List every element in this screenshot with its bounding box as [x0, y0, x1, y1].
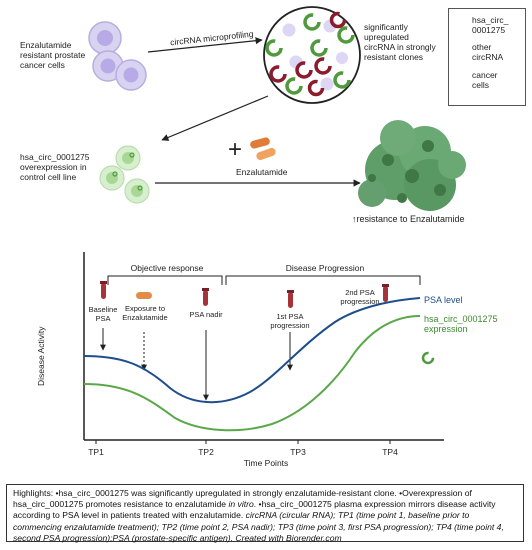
circrna-expression-icon	[421, 351, 435, 365]
legend-item-hsa-circ: hsa_circ_ 0001275	[472, 15, 509, 35]
x-axis-label: Time Points	[243, 458, 289, 468]
caption-box: Highlights: •hsa_circ_0001275 was signif…	[6, 484, 524, 543]
exposure-pill-icon	[136, 292, 152, 299]
plus-sign: +	[228, 136, 243, 163]
psa-nadir-label: PSA nadir	[189, 310, 223, 319]
overexpression-arrow	[161, 95, 269, 141]
circ-expression-legend: hsa_circ_0001275 expression	[424, 314, 498, 334]
first-progression-label: 1st PSA progression	[270, 312, 310, 330]
caption-mirrors: . •hsa_circ_0001275 plasma expression mi…	[13, 499, 496, 521]
y-axis-label: Disease Activity	[36, 326, 46, 386]
exposure-label: Exposure to Enzalutamide	[122, 304, 168, 322]
resistance-label: ↑resistance to Enzalutamide	[352, 214, 465, 224]
resistant-cancer-cells-icon	[88, 21, 147, 91]
enzalutamide-pills-icon	[250, 137, 276, 161]
disease-progression-bracket	[225, 275, 421, 285]
baseline-psa-label: Baseline PSA	[88, 305, 118, 323]
second-progression-label: 2nd PSA progression	[340, 288, 380, 306]
psa-level-legend: PSA level	[424, 295, 463, 305]
legend-item-other-circrna: other circRNA	[472, 42, 504, 62]
chart-frame	[83, 252, 444, 444]
legend-item-cancer-cells: cancer cells	[472, 70, 498, 90]
resistant-cells-label: Enzalutamide resistant prostate cancer c…	[20, 40, 86, 70]
caption-highlights: Highlights: •hsa_circ_0001275 was signif…	[13, 488, 472, 510]
tick-tp2: TP2	[198, 447, 214, 457]
caption-abbreviations: circRNA (circular RNA); TP1 (time point …	[13, 510, 504, 543]
objective-response-label: Objective response	[130, 263, 204, 273]
nadir-vial-icon	[202, 288, 209, 306]
disease-progression-label: Disease Progression	[285, 263, 365, 273]
tick-tp3: TP3	[290, 447, 306, 457]
second-progression-vial-icon	[382, 284, 389, 302]
overexpression-cells-icon	[99, 145, 150, 204]
baseline-vial-icon	[100, 281, 107, 299]
circ-expression-line	[83, 315, 421, 432]
legend	[448, 8, 526, 106]
resistant-tumor-icon	[358, 120, 466, 211]
microprofiling-arrow	[147, 37, 263, 53]
upregulated-label: significantly upregulated circRNA in str…	[364, 22, 436, 62]
overexpression-label: hsa_circ_0001275 overexpression in contr…	[20, 152, 90, 182]
drug-label: Enzalutamide	[236, 167, 288, 177]
objective-response-bracket	[107, 275, 223, 285]
psa-level-line	[83, 297, 421, 404]
tick-tp1: TP1	[88, 447, 104, 457]
circrna-pool-icon	[263, 6, 361, 104]
caption-in-vitro: in vitro	[228, 499, 254, 510]
tick-tp4: TP4	[382, 447, 398, 457]
first-progression-vial-icon	[287, 290, 294, 308]
